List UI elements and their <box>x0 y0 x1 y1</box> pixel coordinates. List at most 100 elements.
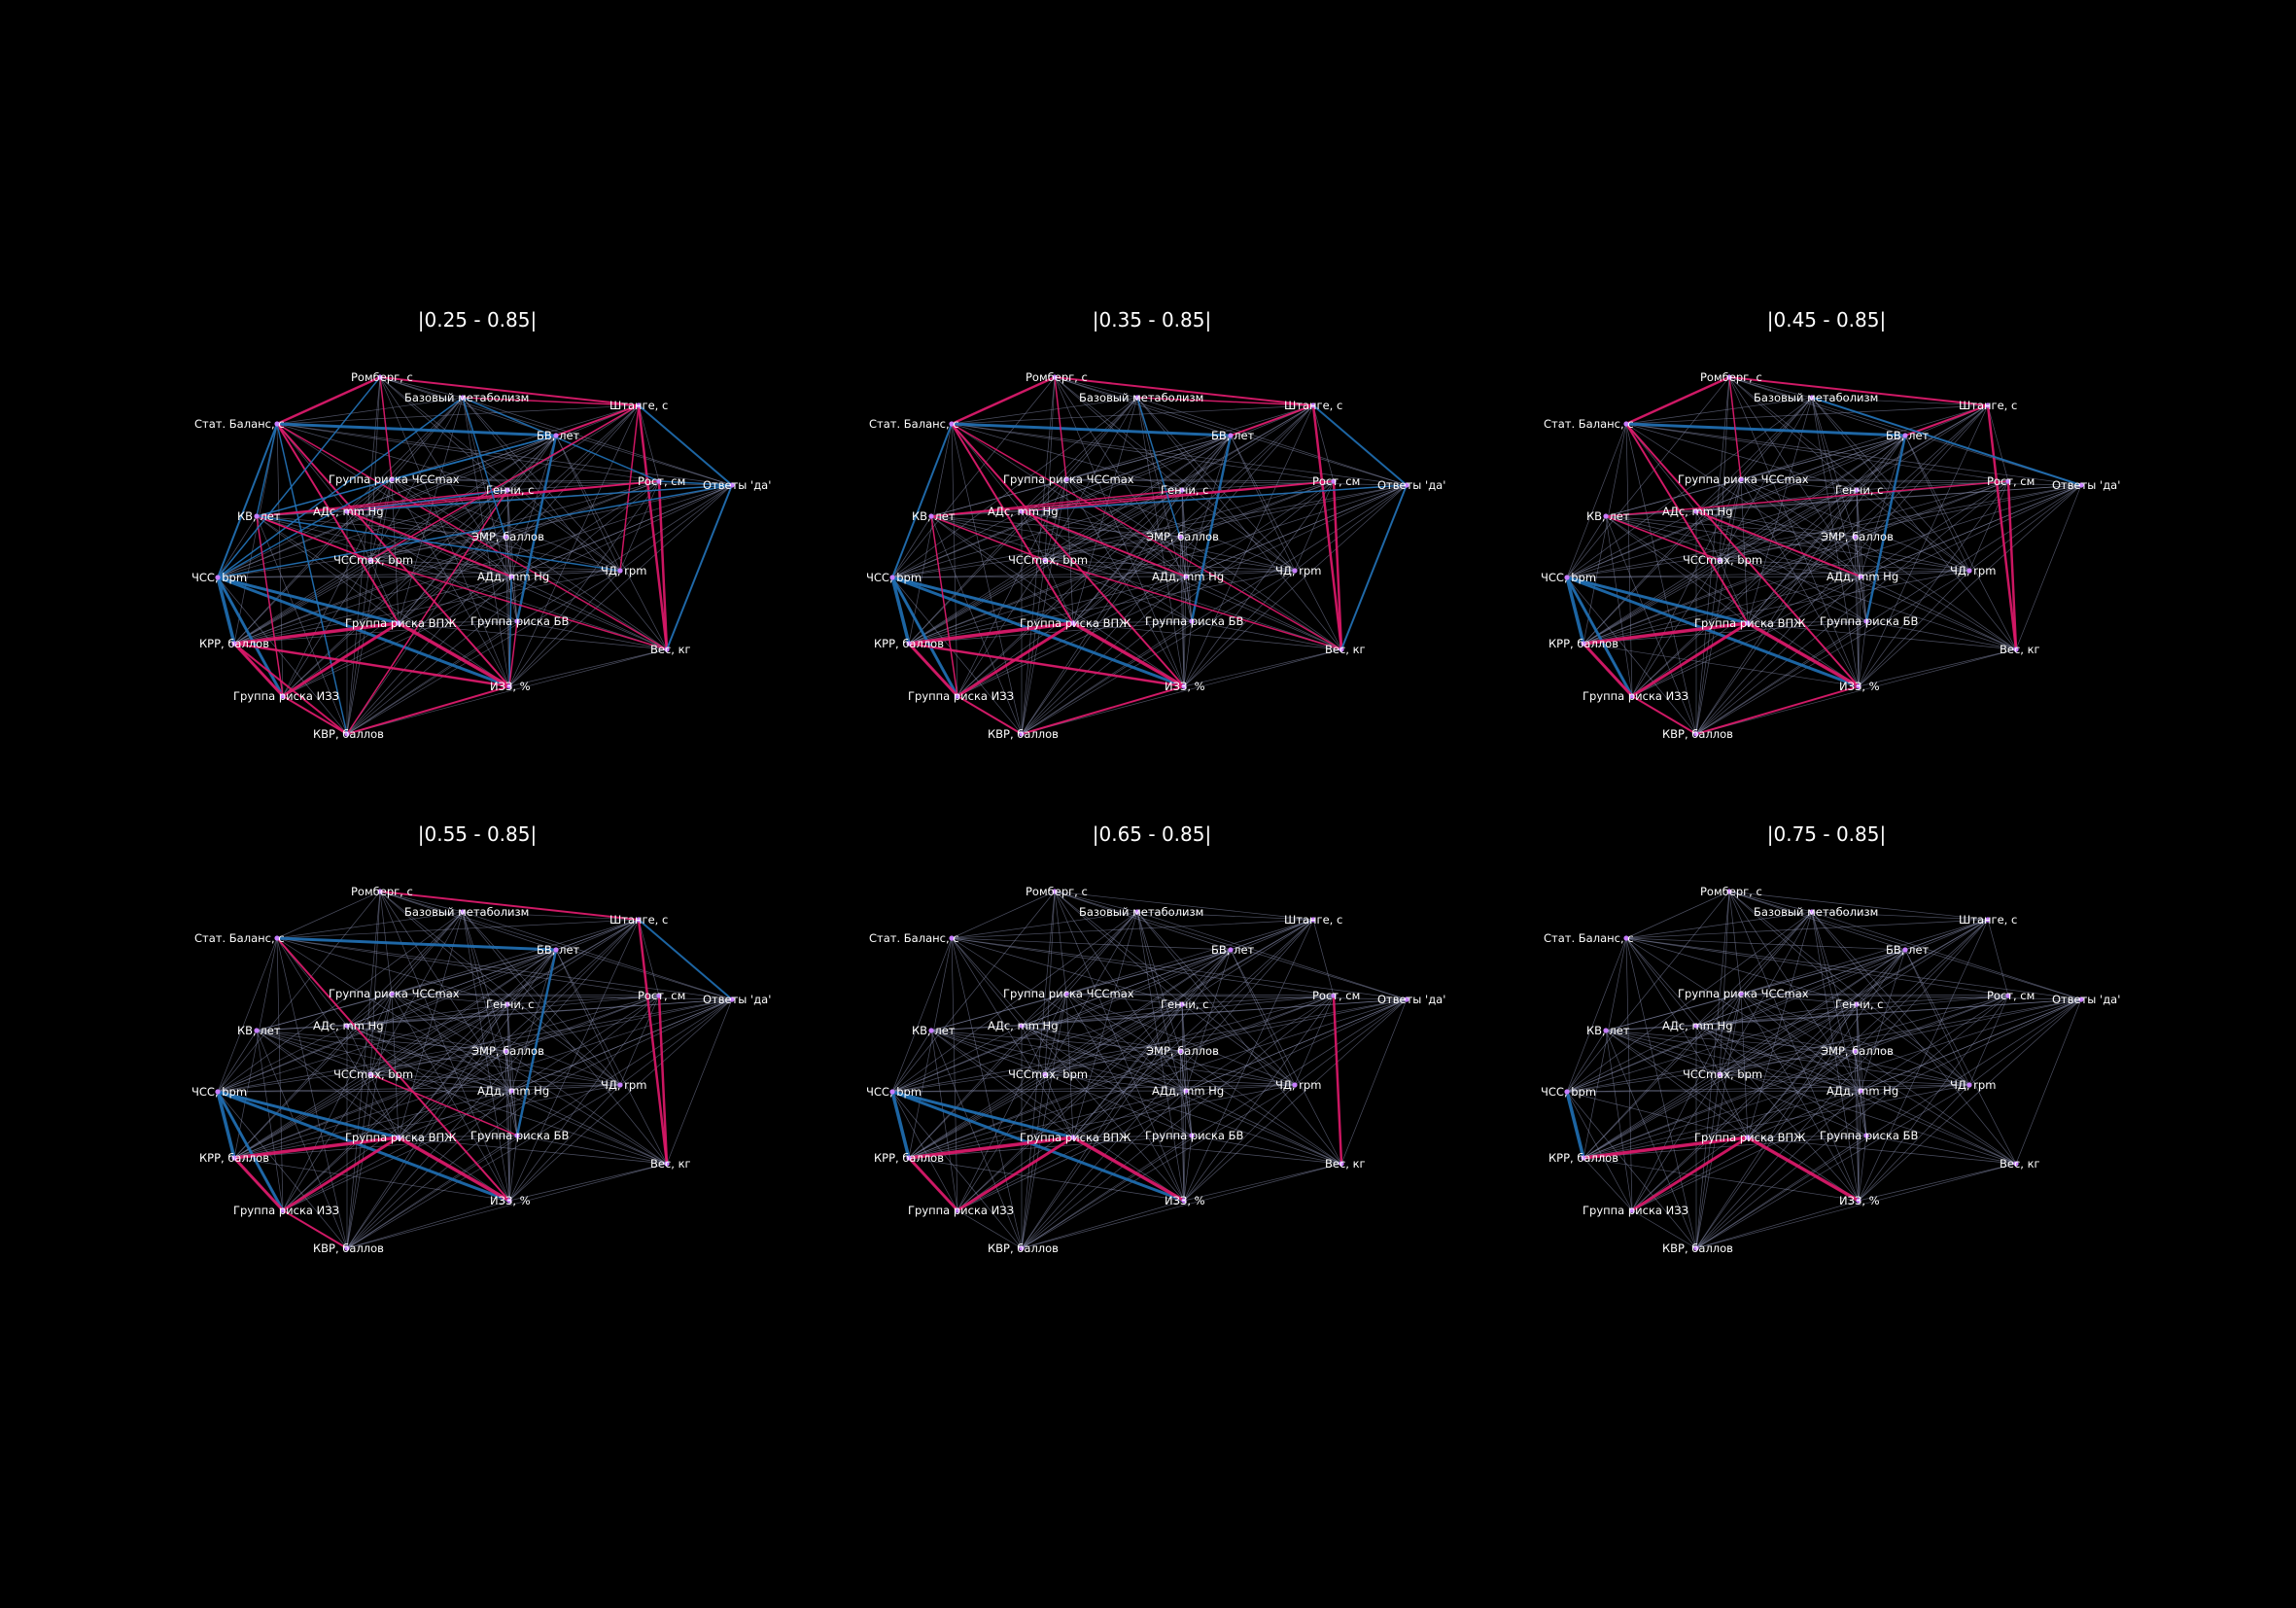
grid-edge <box>1566 937 1627 1093</box>
grid-edge <box>908 404 1314 645</box>
grid-edge <box>398 998 733 1138</box>
positive-correlation-edge <box>619 404 640 572</box>
grid-edge <box>930 515 1074 624</box>
grid-edge <box>1021 993 1067 1249</box>
grid-edge <box>1605 1030 1749 1138</box>
grid-edge <box>1625 919 1989 939</box>
grid-edge <box>256 1030 284 1211</box>
grid-edge <box>1719 995 2009 1075</box>
grid-edge <box>1856 919 1989 1005</box>
node-label: КРР, баллов <box>1548 1151 1618 1165</box>
grid-edge <box>1021 1025 1181 1052</box>
grid-edge <box>1191 1135 1342 1165</box>
node-label: Ответы 'да' <box>703 993 771 1006</box>
grid-edge <box>930 998 1408 1031</box>
grid-edge <box>1583 1073 1721 1159</box>
grid-edge <box>957 576 1187 697</box>
grid-edge <box>510 576 668 650</box>
node-dot <box>1179 1001 1185 1007</box>
grid-edge <box>276 937 348 1249</box>
grid-edge <box>891 1050 1181 1093</box>
grid-edge <box>233 1090 512 1159</box>
grid-edge <box>504 1050 510 1202</box>
grid-edge <box>1054 891 1314 921</box>
grid-edge <box>462 911 510 1202</box>
node-dot <box>1134 909 1140 915</box>
grid-edge <box>1065 478 1408 486</box>
grid-edge <box>1021 1084 1296 1249</box>
grid-edge <box>282 1050 506 1211</box>
grid-edge <box>1185 1090 1342 1165</box>
grid-edge <box>510 570 621 577</box>
positive-correlation-edge <box>1630 621 1750 698</box>
grid-edge <box>1740 993 1858 1005</box>
node-label: АДс, mm Hg <box>988 505 1059 518</box>
grid-edge <box>391 404 640 480</box>
grid-edge <box>1179 536 1342 650</box>
grid-edge <box>1854 536 1860 687</box>
grid-edge <box>1583 480 2009 645</box>
grid-edge <box>391 919 640 995</box>
node-dot <box>1228 433 1234 438</box>
node-label: Группа риска ЧССmax <box>1678 472 1809 486</box>
correlation-edges <box>1565 1090 1861 1212</box>
node-dot <box>1863 618 1869 624</box>
grid-edge <box>282 1073 371 1211</box>
grid-edge <box>1181 1003 1185 1202</box>
grid-edge <box>1065 919 1314 995</box>
grid-edge <box>1811 911 1989 921</box>
positive-correlation-edge <box>657 479 669 651</box>
grid-edge <box>256 993 393 1031</box>
grid-edge <box>462 911 506 1052</box>
grid-edge <box>1605 1030 1721 1075</box>
node-dot <box>1404 482 1409 488</box>
grid-edge <box>217 1025 348 1093</box>
grid-edge <box>1860 576 1867 622</box>
grid-edge <box>1136 397 1342 650</box>
node-label: Группа риска ИЗЗ <box>233 1204 339 1217</box>
background-edges <box>1566 891 2082 1249</box>
grid-edge <box>1065 478 1074 624</box>
grid-edge <box>1625 911 1813 939</box>
node-dot <box>344 1245 350 1251</box>
grid-edge <box>369 911 464 1075</box>
grid-edge <box>891 510 1023 578</box>
negative-correlation-edge <box>216 576 236 646</box>
grid-edge <box>276 937 508 1005</box>
positive-correlation-edge <box>951 423 1074 624</box>
grid-edge <box>1625 397 1813 425</box>
grid-edge <box>1728 891 1858 1005</box>
grid-edge <box>1065 911 1138 995</box>
grid-edge <box>908 911 1138 1159</box>
node-dot <box>1070 620 1076 626</box>
grid-edge <box>256 1030 348 1249</box>
grid-edge <box>951 937 1023 1027</box>
node-dot <box>553 433 559 438</box>
node-dot <box>1854 487 1860 493</box>
node-label: Группа риска ВПЖ <box>1020 616 1131 630</box>
grid-edge <box>908 995 1335 1159</box>
node-dot <box>2005 993 2011 998</box>
node-dot <box>1310 917 1316 923</box>
grid-edge <box>1583 643 1860 687</box>
grid-edge <box>1044 891 1056 1075</box>
grid-edge <box>276 937 660 996</box>
node-label: ЧСС, bpm <box>191 1085 247 1099</box>
grid-edge <box>1625 423 1861 577</box>
grid-edge <box>930 515 1296 572</box>
grid-edge <box>908 1073 1046 1159</box>
grid-edge <box>1230 949 1296 1086</box>
grid-edge <box>462 911 668 1165</box>
node-dot <box>729 996 735 1002</box>
grid-edge <box>1728 891 1989 921</box>
grid-edge <box>1044 1073 1074 1138</box>
node-dot <box>254 1028 260 1033</box>
panel-title: |0.25 - 0.85| <box>418 308 537 332</box>
grid-edge <box>908 559 1046 645</box>
node-dot <box>1863 1133 1869 1138</box>
negative-correlation-edge <box>666 484 733 650</box>
grid-edge <box>391 478 508 491</box>
grid-edge <box>1719 559 1749 624</box>
grid-edge <box>1811 397 1970 572</box>
